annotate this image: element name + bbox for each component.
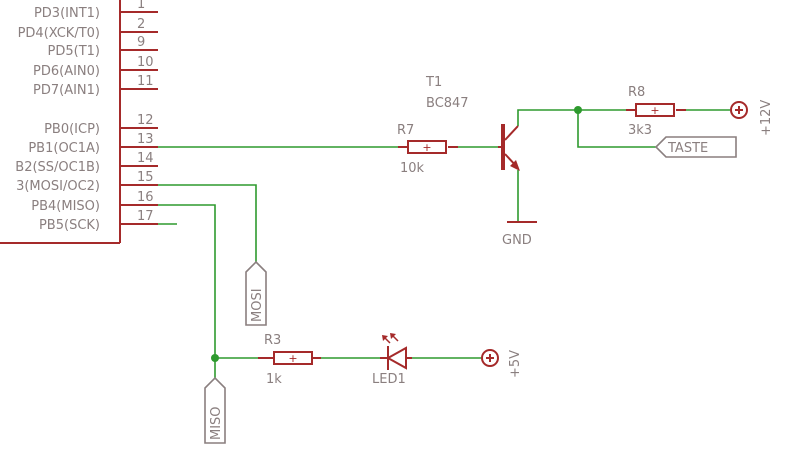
resistor-body <box>273 351 313 365</box>
port-taste: TASTE <box>654 136 737 158</box>
r7-name: R7 <box>397 123 414 138</box>
r8-value: 3k3 <box>628 123 652 138</box>
pin-name: PD3(INT1) <box>34 6 100 21</box>
gnd-label: GND <box>502 233 532 248</box>
vcc12-label: +12V <box>759 100 774 136</box>
pin-number: 17 <box>137 209 154 224</box>
pin-number: 15 <box>137 170 154 185</box>
pin-name: 3(MOSI/OC2) <box>16 179 100 194</box>
taste-label: TASTE <box>667 141 708 156</box>
pin-number: 9 <box>137 35 145 50</box>
resistor-r7: + R7 10k <box>397 123 458 176</box>
pin-name: B2(SS/OC1B) <box>15 160 100 175</box>
r7-value: 10k <box>400 161 425 176</box>
resistor-plus-mark: + <box>650 104 659 117</box>
port-mosi: MOSI <box>245 260 267 326</box>
pin-number: 14 <box>137 151 154 166</box>
pin-name: PB4(MISO) <box>31 199 100 214</box>
mcu-pin-pb4: PB4(MISO) 16 <box>31 190 158 214</box>
net-port-shape <box>245 260 267 326</box>
pin-name: PD4(XCK/T0) <box>18 26 100 41</box>
resistor-body <box>407 140 447 154</box>
pin-number: 11 <box>137 74 154 89</box>
supply-circle-icon <box>481 349 499 367</box>
miso-label: MISO <box>209 406 224 440</box>
r8-name: R8 <box>628 85 645 100</box>
pin-number: 13 <box>137 132 154 147</box>
mcu-pin-pb2: B2(SS/OC1B) 14 <box>15 151 158 175</box>
mosi-label: MOSI <box>250 288 265 322</box>
pin-name: PB0(ICP) <box>44 122 100 137</box>
wire-collector-to-r8 <box>517 109 626 126</box>
pin-name: PD5(T1) <box>48 44 100 59</box>
resistor-r3: + R3 1k <box>258 333 321 387</box>
microcontroller: PD3(INT1) 1 PD4(XCK/T0) 2 PD5(T1) 9 PD6(… <box>0 0 158 244</box>
pin-name: PD7(AIN1) <box>33 83 100 98</box>
resistor-body <box>635 103 675 117</box>
pin-name: PB5(SCK) <box>39 218 100 233</box>
pin-number: 10 <box>137 55 154 70</box>
wires <box>158 109 730 380</box>
pin-number: 16 <box>137 190 154 205</box>
junction-dot <box>574 106 582 114</box>
vcc5-label: +5V <box>508 350 523 378</box>
net-port-shape <box>654 136 737 158</box>
pin-name: PD6(AIN0) <box>33 64 100 79</box>
supply-12v: +12V <box>730 100 774 136</box>
pin-name: PB1(OC1A) <box>28 141 100 156</box>
wire-pb3-to-mosi <box>158 184 257 268</box>
transistor-t1: T1 BC847 <box>425 75 520 171</box>
r3-value: 1k <box>266 372 282 387</box>
t1-value: BC847 <box>426 96 469 111</box>
pin-number: 2 <box>137 17 145 32</box>
resistor-plus-mark: + <box>288 352 297 365</box>
resistor-plus-mark: + <box>422 141 431 154</box>
supply-circle-icon <box>730 101 748 119</box>
mcu-pin-pd5: PD5(T1) 9 <box>48 35 158 59</box>
mcu-pin-pb0: PB0(ICP) 12 <box>44 113 158 137</box>
mcu-pin-pb3: 3(MOSI/OC2) 15 <box>16 170 158 194</box>
led1: LED1 <box>372 333 412 387</box>
mcu-pin-pb5: PB5(SCK) 17 <box>39 209 158 233</box>
wire-to-taste <box>577 110 656 148</box>
wire-pb4-to-miso <box>158 204 216 380</box>
supply-5v: +5V <box>481 349 523 378</box>
net-port-shape <box>204 376 226 444</box>
mcu-pin-pd7: PD7(AIN1) 11 <box>33 74 158 98</box>
emitter-arrow-icon <box>510 160 520 171</box>
transistor-collector <box>504 125 519 141</box>
junction-dot <box>211 354 219 362</box>
t1-name: T1 <box>425 75 442 90</box>
gnd-symbol: GND <box>502 221 537 248</box>
mcu-pin-pd3: PD3(INT1) 1 <box>34 0 158 21</box>
pin-number: 12 <box>137 113 154 128</box>
resistor-r8: + R8 3k3 <box>626 85 686 138</box>
led-name: LED1 <box>372 372 406 387</box>
pin-number: 1 <box>137 0 145 12</box>
mcu-pin-pd4: PD4(XCK/T0) 2 <box>18 17 158 41</box>
mcu-pin-pd6: PD6(AIN0) 10 <box>33 55 158 79</box>
port-miso: MISO <box>204 376 226 444</box>
mcu-pin-pb1: PB1(OC1A) 13 <box>28 132 158 156</box>
r3-name: R3 <box>264 333 281 348</box>
led-triangle-icon <box>385 346 407 370</box>
light-emission-icon <box>382 333 399 344</box>
